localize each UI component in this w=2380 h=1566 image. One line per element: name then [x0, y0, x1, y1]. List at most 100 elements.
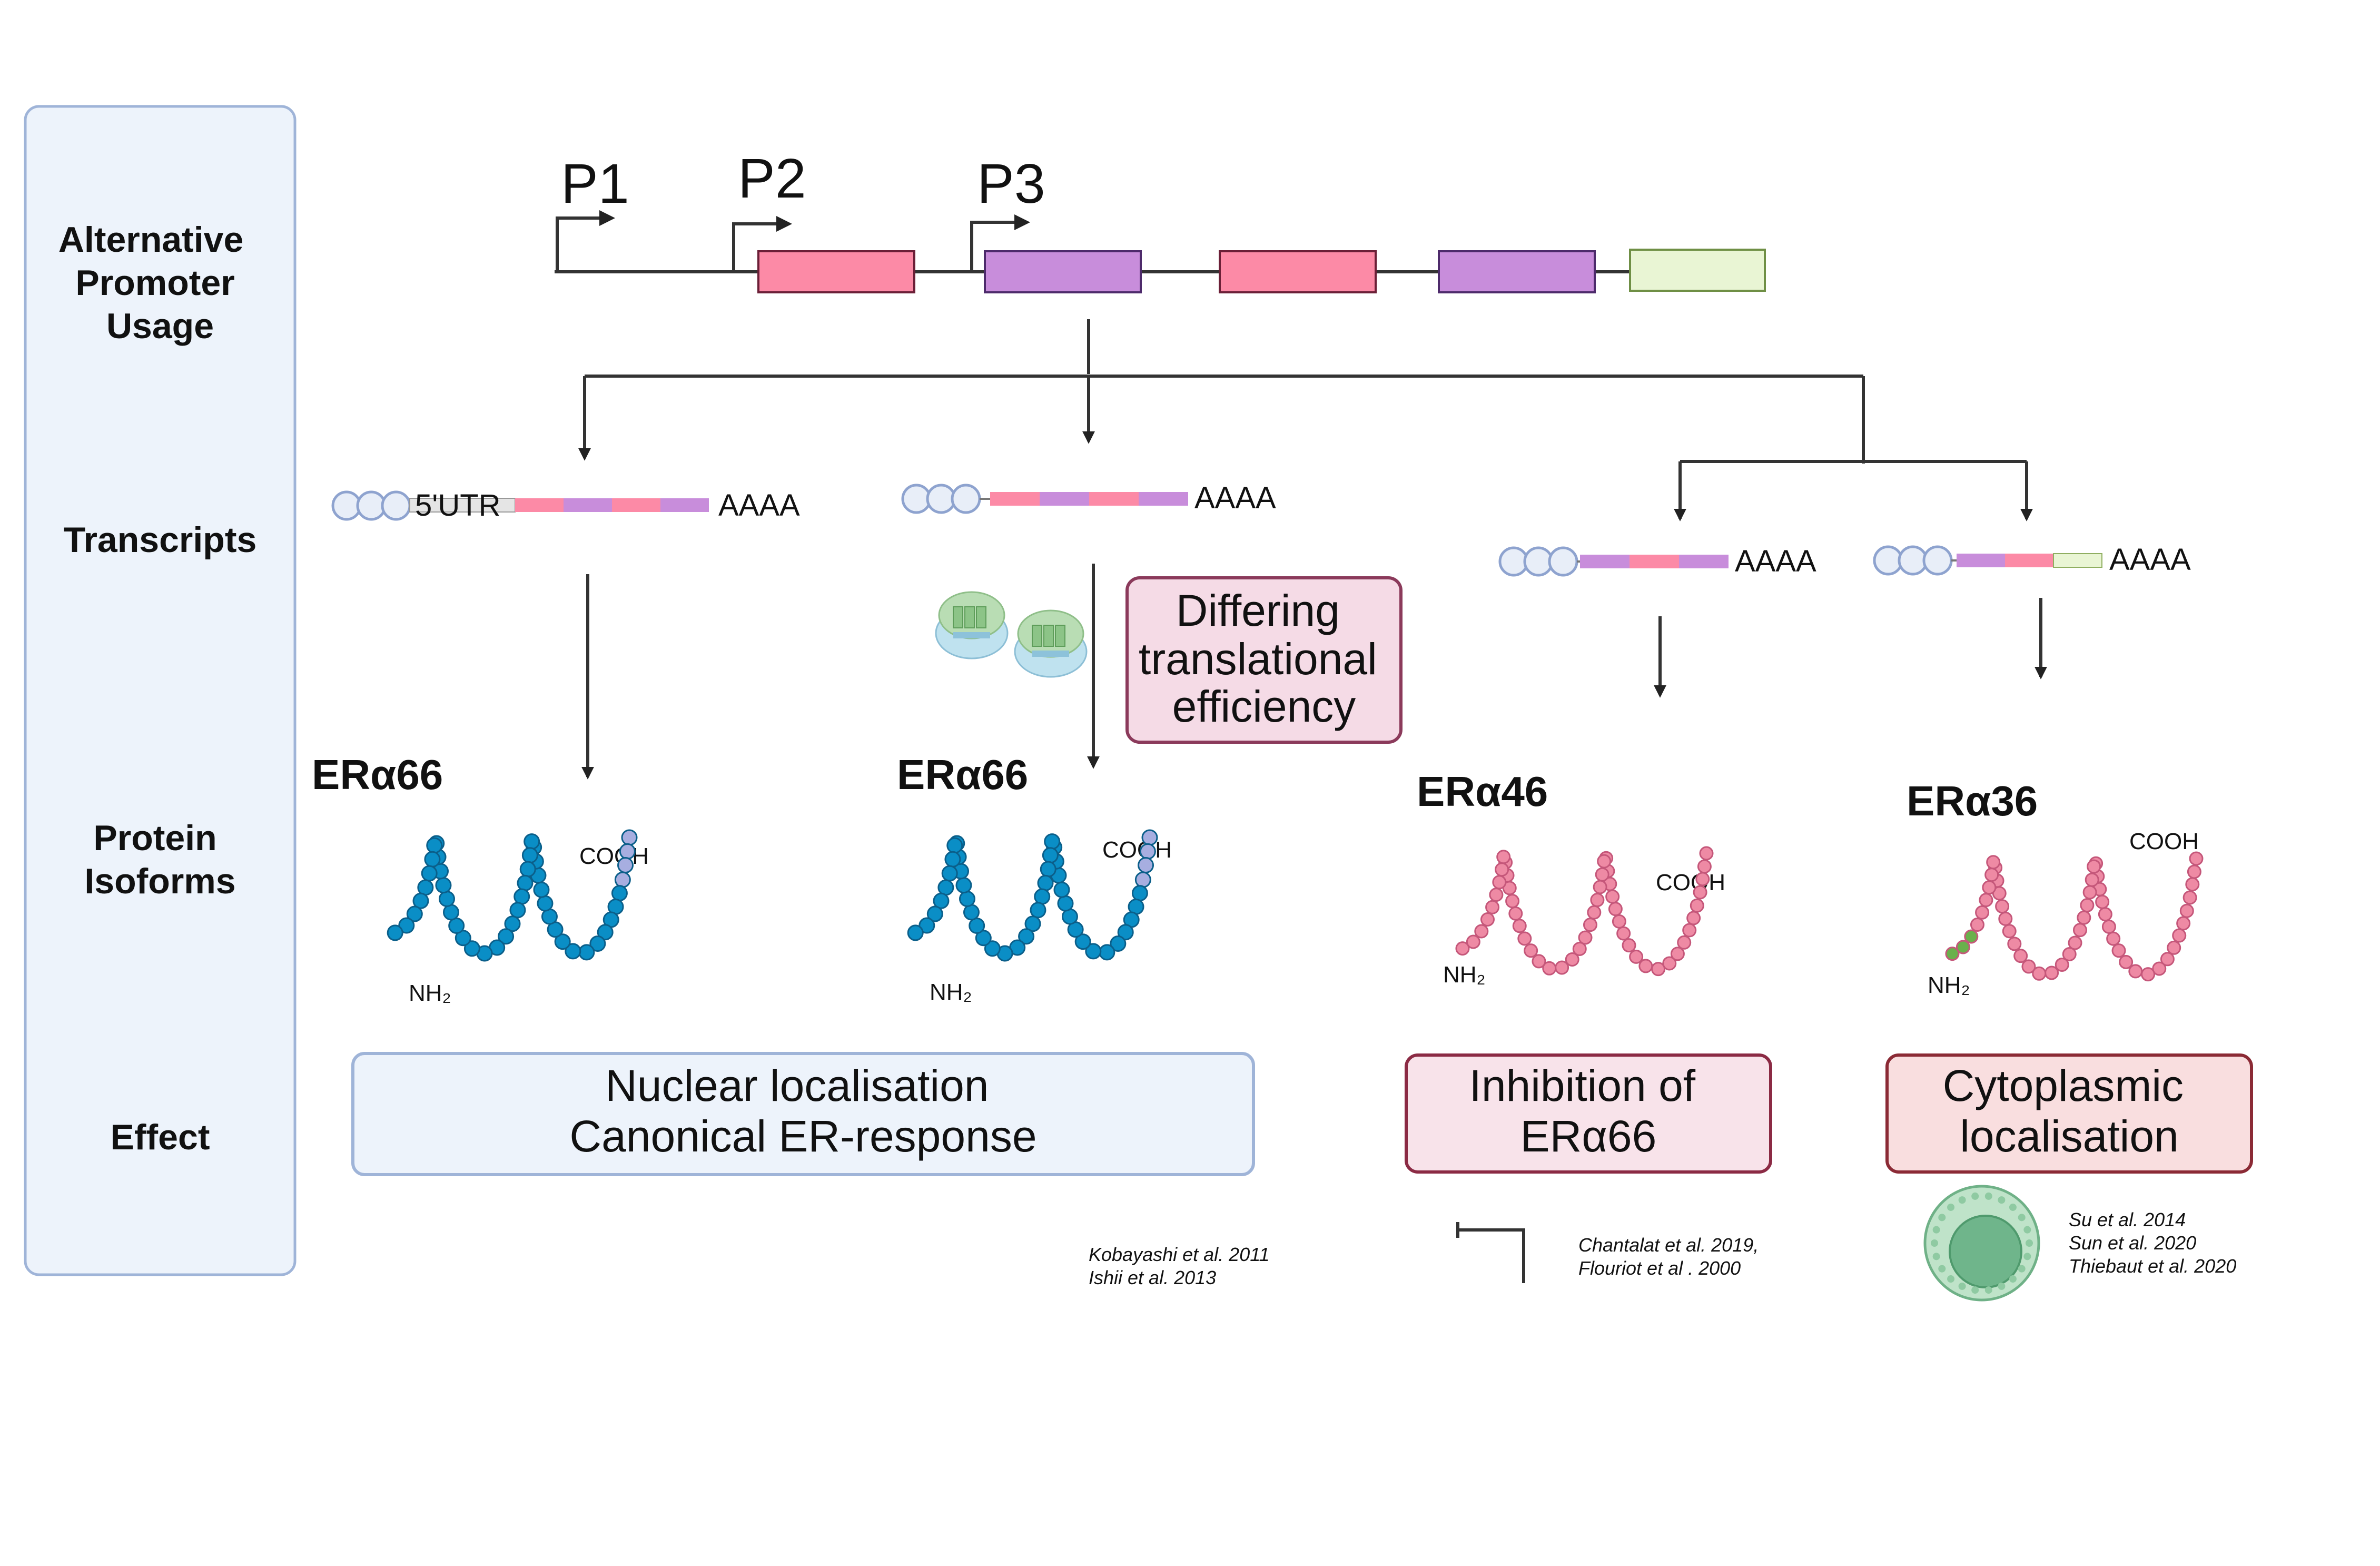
protein-bead	[621, 829, 638, 846]
protein-bead	[975, 930, 992, 947]
protein-bead	[1030, 902, 1046, 919]
protein-bead	[398, 917, 415, 934]
protein-bead	[2085, 872, 2099, 887]
svg-text:Nuclear localisation Can: Nuclear localisation Canonical ER-respon…	[569, 1061, 1036, 1161]
protein-bead	[1057, 895, 1074, 912]
transcript-1: 5'UTR AAAA	[331, 488, 800, 523]
protein-bead	[578, 944, 595, 961]
protein-chain-isoform-3	[1455, 846, 1714, 977]
cell-vesicle	[1998, 1196, 2006, 1204]
protein-bead	[2106, 931, 2121, 946]
protein-bead	[611, 885, 628, 902]
protein-bead	[1970, 918, 1984, 932]
ribosome-icon	[1014, 609, 1088, 678]
cell-vesicle	[1971, 1286, 1979, 1294]
protein-bead	[1975, 905, 1990, 920]
cell-vesicle	[1938, 1214, 1946, 1222]
protein-bead	[1608, 902, 1623, 917]
row-label-transcripts: Transcripts	[64, 520, 257, 560]
isoform-2-nterm: NH₂	[930, 979, 972, 1005]
protein-bead	[387, 924, 403, 941]
protein-chain-isoform-1	[387, 829, 638, 962]
protein-bead	[1565, 952, 1579, 967]
promoter-p2-arrow	[732, 216, 792, 272]
transcript-2-polya: AAAA	[1194, 481, 1276, 515]
cell-vesicle	[1947, 1203, 1955, 1211]
protein-bead	[944, 851, 961, 868]
protein-bead	[2167, 940, 2181, 955]
inhibition-icon	[1456, 1222, 1525, 1283]
protein-bead	[435, 877, 452, 894]
protein-bead	[498, 928, 515, 945]
protein-bead	[513, 888, 530, 905]
protein-bead	[1492, 875, 1507, 890]
protein-bead	[2080, 898, 2095, 913]
protein-bead	[1945, 947, 1960, 961]
isoform-1-nterm: NH₂	[409, 980, 451, 1006]
protein-bead	[2055, 957, 2069, 972]
protein-bead	[619, 843, 636, 860]
cell-vesicle	[1958, 1196, 1966, 1204]
gene-structure: P1 P2 P3	[555, 147, 1766, 293]
protein-bead	[617, 857, 634, 874]
protein-bead	[1517, 931, 1532, 946]
gene-utr-3prime	[1629, 249, 1766, 292]
isoform-3-nterm: NH₂	[1443, 962, 1486, 988]
protein-bead	[597, 924, 614, 941]
protein-bead	[1480, 912, 1495, 927]
protein-bead	[2087, 859, 2101, 874]
translation-efficiency-box: Differing translational efficiency	[1125, 576, 1403, 744]
cell-vesicle	[1938, 1265, 1946, 1273]
cell-vesicle	[1932, 1253, 1940, 1260]
protein-bead	[2101, 919, 2116, 934]
protein-bead	[509, 902, 526, 919]
protein-bead	[2098, 907, 2112, 922]
cell-vesicle	[2009, 1203, 2017, 1211]
protein-bead	[2082, 885, 2097, 900]
protein-bead	[2045, 966, 2059, 980]
protein-bead	[1131, 885, 1148, 902]
protein-bead	[1139, 843, 1156, 860]
protein-bead	[519, 861, 536, 878]
protein-bead	[2141, 967, 2156, 982]
protein-bead	[537, 895, 554, 912]
isoform-3-cterm: COOH	[1656, 870, 1725, 895]
protein-bead	[2032, 966, 2047, 981]
ribosome-icon	[935, 591, 1009, 659]
isoform-4-name: ERα36	[1907, 777, 2038, 824]
protein-bead	[946, 837, 963, 854]
protein-bead	[1695, 872, 1710, 887]
transcript-4: AAAA	[1873, 543, 2191, 577]
promoter-p2-label: P2	[738, 147, 806, 210]
protein-bead	[933, 892, 950, 909]
references-cytoplasmic: Su et al. 2014 Sun et al. 2020 Thiebaut …	[2069, 1209, 2236, 1277]
protein-bead	[424, 851, 441, 868]
protein-bead	[521, 847, 538, 864]
protein-bead	[2062, 947, 2077, 961]
protein-bead	[455, 930, 471, 947]
protein-bead	[1524, 943, 1538, 958]
protein-bead	[1964, 929, 1979, 944]
cell-vesicle	[2026, 1239, 2033, 1247]
protein-bead	[421, 865, 438, 882]
protein-bead	[1956, 940, 1970, 954]
protein-bead	[1455, 941, 1470, 956]
protein-bead	[2072, 923, 2087, 938]
protein-bead	[1638, 959, 1653, 973]
protein-bead	[1699, 846, 1714, 861]
protein-bead	[2176, 916, 2191, 931]
protein-bead	[969, 917, 985, 934]
protein-bead	[1040, 861, 1056, 878]
protein-bead	[1044, 833, 1061, 850]
row-label-promoter: Alternative Promoter Usage	[58, 220, 253, 346]
protein-bead	[1489, 888, 1504, 902]
protein-bead	[941, 865, 958, 882]
references-inhibition: Chantalat et al. 2019, Flouriot et al . …	[1578, 1234, 1764, 1279]
protein-bead	[504, 915, 521, 932]
protein-bead	[2119, 954, 2134, 969]
protein-bead	[2189, 851, 2204, 866]
cell-vesicle	[1984, 1192, 1992, 1200]
protein-bead	[2183, 890, 2197, 905]
protein-bead	[1512, 919, 1527, 933]
